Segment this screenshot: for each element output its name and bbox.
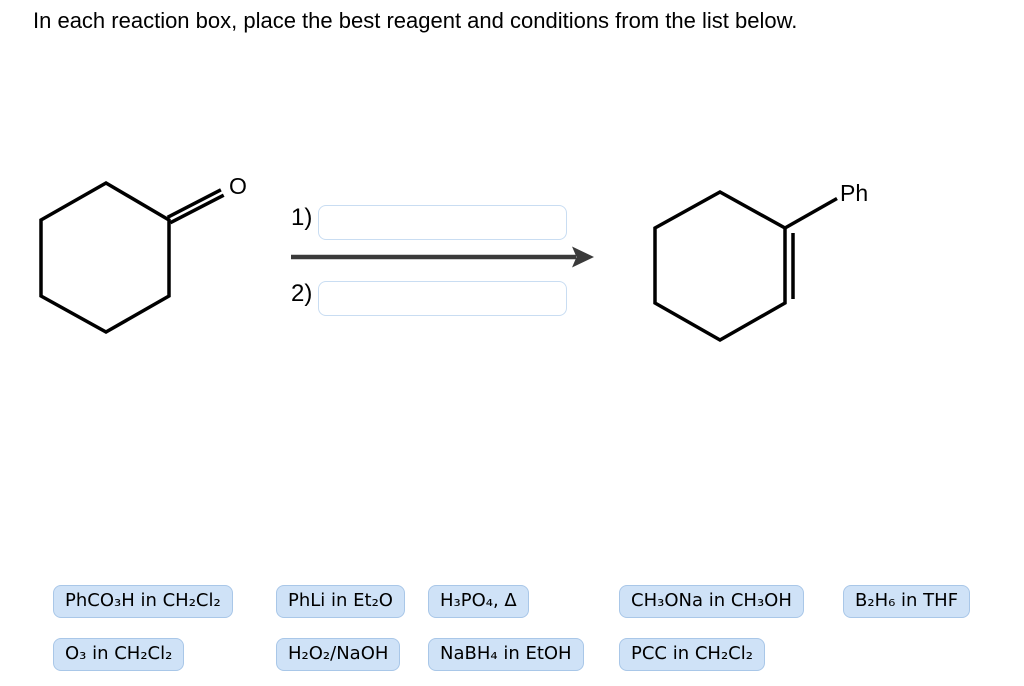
step1-reagent-box[interactable] bbox=[318, 205, 567, 240]
reactant-structure-cyclohexanone bbox=[39, 180, 225, 335]
carbonyl-double-bond-line1 bbox=[166, 188, 222, 219]
reactant-ring bbox=[39, 180, 171, 335]
step1-label: 1) bbox=[291, 204, 313, 231]
reagent-chip-b2h6-thf[interactable]: B₂H₆ in THF bbox=[843, 585, 971, 618]
reagent-chip-nabh4-etoh[interactable]: NaBH₄ in EtOH bbox=[428, 638, 584, 671]
phenyl-bond bbox=[784, 196, 838, 230]
step2-reagent-box[interactable] bbox=[318, 281, 567, 316]
question-title: In each reaction box, place the best rea… bbox=[33, 8, 798, 33]
reagent-chip-h3po4-heat[interactable]: H₃PO₄, Δ bbox=[428, 585, 529, 618]
reagent-chip-h2o2-naoh[interactable]: H₂O₂/NaOH bbox=[276, 638, 401, 671]
reaction-arrow bbox=[291, 246, 594, 268]
reagent-chip-ch3ona-ch3oh[interactable]: CH₃ONa in CH₃OH bbox=[619, 585, 804, 618]
product-structure-phenylcyclohexene bbox=[653, 189, 838, 343]
step2-label: 2) bbox=[291, 280, 313, 307]
arrow-head bbox=[572, 246, 594, 268]
carbonyl-oxygen-label: O bbox=[229, 173, 247, 199]
carbonyl-double-bond-line2 bbox=[169, 193, 225, 225]
reagent-chip-pcc-ch2cl2[interactable]: PCC in CH₂Cl₂ bbox=[619, 638, 765, 671]
reagent-chip-phco3h-ch2cl2[interactable]: PhCO₃H in CH₂Cl₂ bbox=[53, 585, 233, 618]
phenyl-substituent-label: Ph bbox=[840, 180, 868, 206]
reagent-chip-phli-et2o[interactable]: PhLi in Et₂O bbox=[276, 585, 405, 618]
reagent-chip-o3-ch2cl2[interactable]: O₃ in CH₂Cl₂ bbox=[53, 638, 185, 671]
product-ring bbox=[653, 189, 787, 343]
